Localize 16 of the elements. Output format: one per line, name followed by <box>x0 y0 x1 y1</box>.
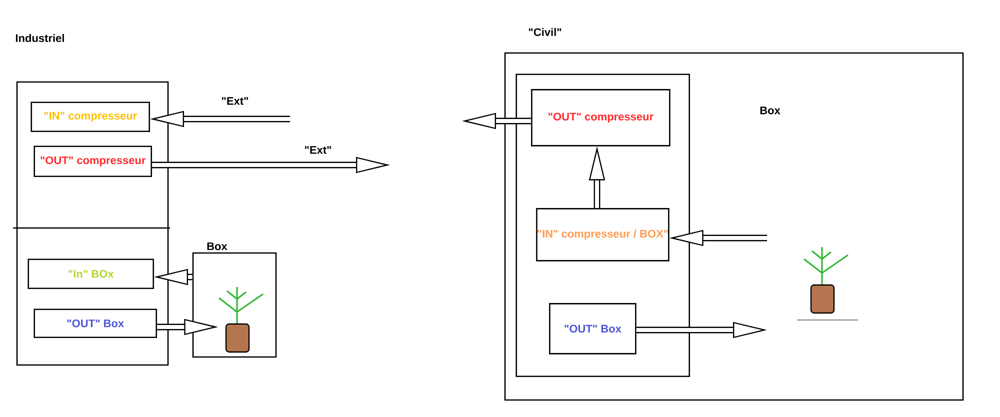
component-box: "IN" compresseur / BOX" <box>536 208 670 262</box>
component-box: "OUT" compresseur <box>34 146 152 177</box>
container-box <box>16 81 169 366</box>
component-box: "IN" compresseur <box>30 102 150 132</box>
edge-label: "Ext" <box>303 145 333 155</box>
node-label: Box <box>207 242 228 250</box>
section-title: "Civil" <box>528 28 562 36</box>
container-box <box>516 74 690 377</box>
plant-drawing <box>218 286 264 353</box>
section-title: Industriel <box>16 34 64 42</box>
container-box: Box <box>192 242 277 358</box>
component-box: "OUT" compresseur <box>531 89 670 146</box>
component-box: "In" BOx <box>28 258 154 289</box>
component-box: "OUT" Box <box>34 308 158 338</box>
component-box: "OUT" Box <box>549 303 636 354</box>
edge-label: "Ext" <box>220 96 250 106</box>
